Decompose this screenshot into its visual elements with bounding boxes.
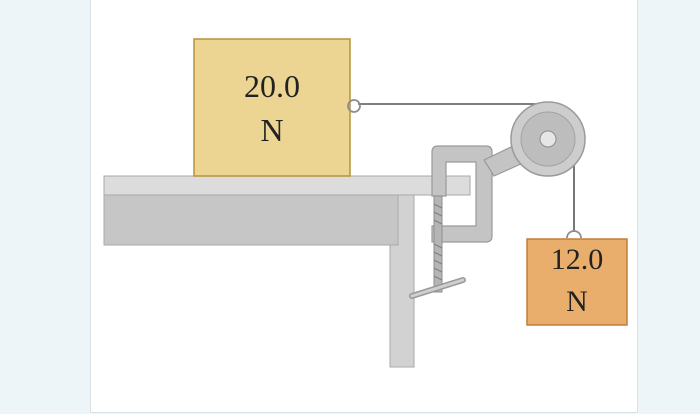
table-block: [193, 38, 351, 177]
block-hook: [347, 99, 361, 113]
pulley-axle: [539, 130, 557, 148]
screw-thread: [433, 203, 443, 281]
table-top: [103, 175, 471, 196]
table-front: [103, 193, 399, 246]
hanging-block: [526, 238, 628, 326]
hanging-block-value: 12.0: [550, 243, 604, 276]
table-block-label: 20.0 N: [194, 64, 350, 152]
table-block-value: 20.0: [244, 68, 300, 104]
hanging-block-unit: N: [566, 285, 588, 318]
hanging-hook: [566, 230, 582, 239]
c-clamp: [431, 145, 493, 243]
table-block-unit: N: [260, 112, 284, 148]
hanging-block-label: 12.0 N: [527, 239, 627, 323]
